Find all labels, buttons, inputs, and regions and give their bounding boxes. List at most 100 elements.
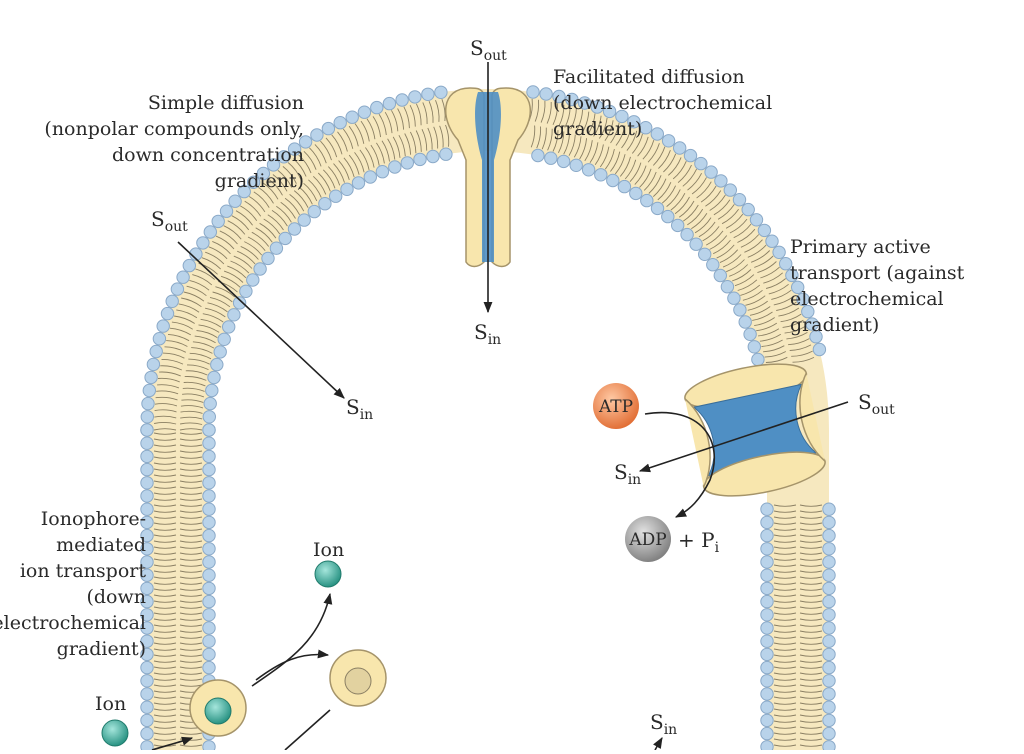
lipid-tail xyxy=(415,130,422,152)
lipid-tail xyxy=(153,552,177,555)
lipid-tail xyxy=(570,107,577,130)
lipid-head xyxy=(140,700,154,714)
lipid-tail xyxy=(230,260,250,274)
lipid-tail xyxy=(338,160,350,181)
s-out-top: Sout xyxy=(470,36,507,64)
lipid-tail xyxy=(765,356,788,363)
lipid-tail xyxy=(799,534,823,537)
lipid-tail xyxy=(752,311,773,321)
lipid-head xyxy=(741,202,755,217)
lipid-head xyxy=(232,296,247,310)
lipid-tail xyxy=(687,173,703,191)
lipid-tail xyxy=(799,702,823,705)
lipid-tail xyxy=(180,410,203,414)
lipid-tail xyxy=(773,594,797,597)
lipid-tail xyxy=(799,612,823,615)
lipid-tail xyxy=(153,492,177,495)
lipid-tail xyxy=(799,522,823,525)
lipid-tail xyxy=(322,169,336,189)
lipid-tail xyxy=(530,125,536,148)
lipid-head xyxy=(640,193,654,208)
lipid-head xyxy=(141,396,155,411)
lipid-head xyxy=(202,594,216,609)
lipid-head xyxy=(749,213,764,227)
lipid-tail xyxy=(729,218,748,234)
lipid-tail xyxy=(153,696,177,699)
lipid-tail xyxy=(773,690,797,693)
lipid-head xyxy=(277,150,291,164)
lipid-tail xyxy=(179,582,203,585)
lipid-tail xyxy=(161,358,184,365)
bottom-right-arrow xyxy=(653,737,663,751)
lipid-tail xyxy=(563,132,570,155)
lipid-tail xyxy=(153,660,177,663)
lipid-tail xyxy=(153,738,177,741)
lipid-tail xyxy=(773,672,797,675)
lipid-tail xyxy=(773,504,797,507)
lipid-tail xyxy=(610,151,621,172)
lipid-tail xyxy=(189,279,210,291)
lipid-tail xyxy=(179,480,203,483)
lipid-head xyxy=(822,608,836,622)
lipid-tail xyxy=(439,125,444,148)
lipid-tail xyxy=(348,125,359,147)
lipid-tail xyxy=(196,330,218,338)
lipid-tail xyxy=(799,546,823,549)
lipid-tail xyxy=(773,744,797,747)
lipid-tail xyxy=(799,726,823,729)
atp-hydrolysis-arrow xyxy=(644,411,716,518)
lipid-tail xyxy=(360,120,370,142)
lipid-tail xyxy=(153,630,177,633)
lipid-tail xyxy=(262,182,279,200)
lipid-tail xyxy=(153,516,177,519)
primary-active-line-1: Primary active xyxy=(790,236,931,258)
lipid-tail xyxy=(773,678,797,681)
lipid-head xyxy=(606,173,620,188)
lipid-tail xyxy=(716,244,735,259)
lipid-tail xyxy=(737,279,758,291)
lipid-tail xyxy=(179,666,203,669)
lipid-head xyxy=(140,621,154,635)
lipid-head xyxy=(176,270,190,284)
lipid-tail xyxy=(153,624,177,627)
lipid-tail xyxy=(179,444,203,447)
lipid-tail xyxy=(761,339,783,347)
lipid-tail xyxy=(280,201,296,219)
lipid-head xyxy=(822,555,836,569)
lipid-tail xyxy=(153,594,177,597)
lipid-head xyxy=(140,436,154,450)
lipid-tail xyxy=(552,103,559,125)
lipid-head xyxy=(140,542,154,556)
lipid-head xyxy=(202,542,216,556)
lipid-tail xyxy=(153,702,177,705)
lipid-head xyxy=(219,204,234,218)
lipid-head xyxy=(408,90,422,104)
ion-free xyxy=(314,560,342,588)
lipid-tail xyxy=(587,113,596,135)
lipid-head xyxy=(426,149,440,164)
ion-label-left: Ion xyxy=(95,693,127,715)
lipid-tail xyxy=(799,576,823,579)
lipid-tail xyxy=(717,204,735,220)
lipid-tail xyxy=(760,266,780,279)
lipid-head xyxy=(760,608,774,622)
lipid-head xyxy=(202,423,216,437)
lipid-tail xyxy=(589,142,599,164)
lipid-tail xyxy=(615,125,626,146)
simple-diffusion-line-4: gradient) xyxy=(214,170,304,192)
lipid-tail xyxy=(410,131,417,154)
atp-pump xyxy=(684,363,826,497)
lipid-tail xyxy=(799,504,823,507)
lipid-tail xyxy=(670,193,686,211)
lipid-tail xyxy=(713,199,731,216)
lipid-head xyxy=(189,247,203,261)
lipid-head xyxy=(565,92,579,107)
lipid-head xyxy=(723,183,737,197)
lipid-tail xyxy=(381,140,390,162)
lipid-tail xyxy=(705,190,722,207)
lipid-tail xyxy=(764,351,787,358)
lipid-head xyxy=(706,258,720,272)
lipid-head xyxy=(375,165,390,179)
lipid-tail xyxy=(668,157,682,176)
